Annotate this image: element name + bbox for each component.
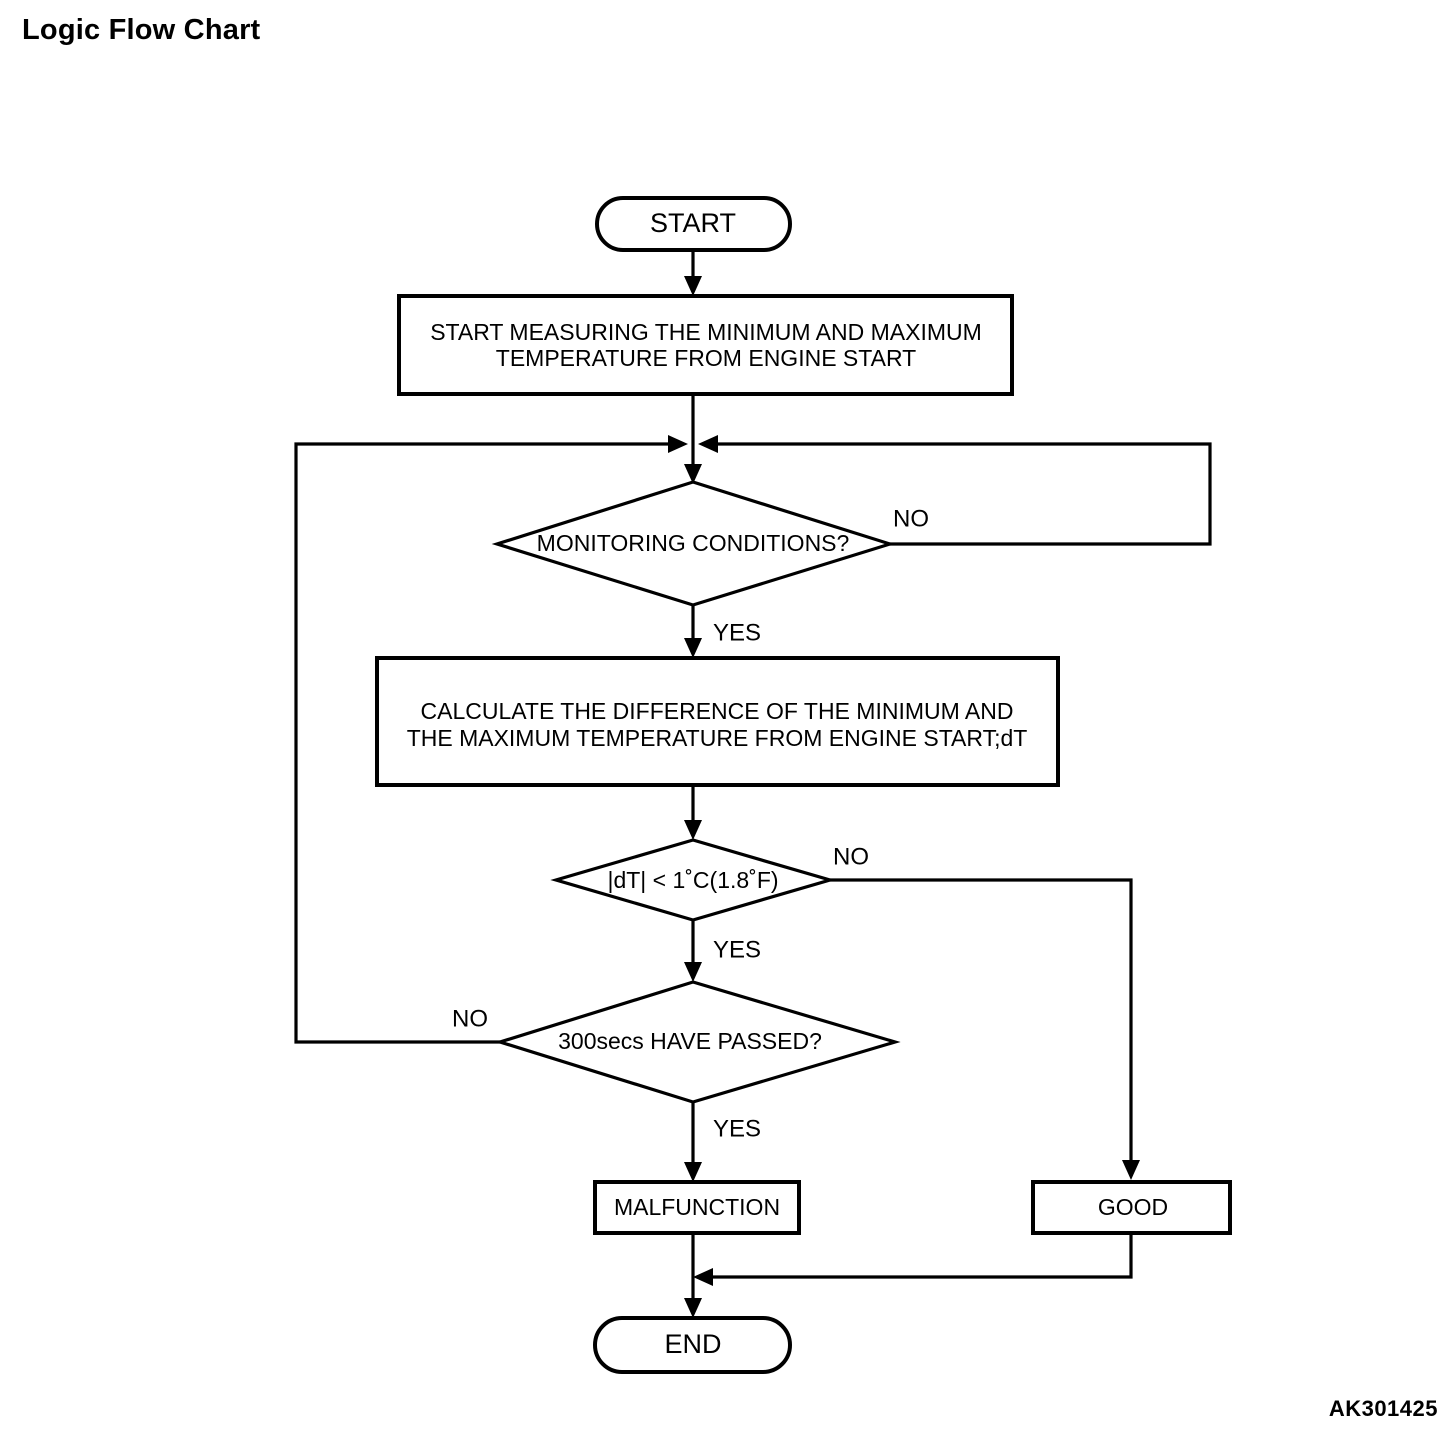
node-start-measuring-label-line1: START MEASURING THE MINIMUM AND MAXIMUM — [430, 319, 982, 345]
edge-junction-to-monitor — [684, 444, 702, 484]
node-dt-threshold-label: |dT| < 1˚C(1.8˚F) — [607, 867, 778, 893]
node-start-label: START — [650, 208, 736, 238]
edge-monitor-no-loopback — [698, 435, 1212, 546]
node-monitoring-conditions[interactable]: MONITORING CONDITIONS? — [491, 480, 896, 607]
node-malfunction-label: MALFUNCTION — [614, 1194, 780, 1220]
node-calculate-difference[interactable]: CALCULATE THE DIFFERENCE OF THE MINIMUM … — [375, 656, 1060, 787]
edge-secs-yes-to-malfunction — [684, 1102, 702, 1182]
edge-label-dt-yes: YES — [713, 936, 761, 963]
node-end[interactable]: END — [593, 1316, 792, 1374]
node-start-measuring[interactable]: START MEASURING THE MINIMUM AND MAXIMUM … — [397, 294, 1014, 396]
node-300secs-passed-label: 300secs HAVE PASSED? — [558, 1028, 822, 1054]
edge-dt-no-to-good — [830, 878, 1140, 1180]
node-start[interactable]: START — [595, 196, 792, 252]
node-malfunction[interactable]: MALFUNCTION — [593, 1180, 801, 1235]
node-good-label: GOOD — [1098, 1194, 1168, 1220]
node-calculate-difference-label-line2: THE MAXIMUM TEMPERATURE FROM ENGINE STAR… — [407, 725, 1028, 751]
edge-good-to-end — [693, 1233, 1133, 1286]
node-end-label: END — [664, 1329, 721, 1359]
node-dt-threshold[interactable]: |dT| < 1˚C(1.8˚F) — [550, 838, 836, 922]
node-calculate-difference-label-line1: CALCULATE THE DIFFERENCE OF THE MINIMUM … — [421, 698, 1014, 724]
edge-label-secs-yes: YES — [713, 1115, 761, 1142]
edge-label-monitor-yes: YES — [713, 619, 761, 646]
edge-malfunction-to-end — [684, 1233, 702, 1318]
edge-label-dt-no: NO — [833, 843, 869, 870]
figure-code: AK301425 — [1328, 1396, 1438, 1421]
edge-start-to-measure — [684, 250, 702, 296]
node-monitoring-conditions-label: MONITORING CONDITIONS? — [537, 530, 850, 556]
edge-label-monitor-no: NO — [893, 505, 929, 532]
edge-secs-no-loopback — [294, 435, 688, 1044]
edge-dt-yes-to-secs — [684, 920, 702, 982]
edge-label-secs-no: NO — [452, 1005, 488, 1032]
node-good[interactable]: GOOD — [1031, 1180, 1232, 1235]
edge-calc-to-dt — [684, 785, 702, 840]
node-start-measuring-label-line2: TEMPERATURE FROM ENGINE START — [496, 345, 916, 371]
page-title: Logic Flow Chart — [22, 14, 261, 46]
edge-monitor-yes-to-calc — [684, 605, 702, 658]
node-300secs-passed[interactable]: 300secs HAVE PASSED? — [494, 980, 901, 1104]
